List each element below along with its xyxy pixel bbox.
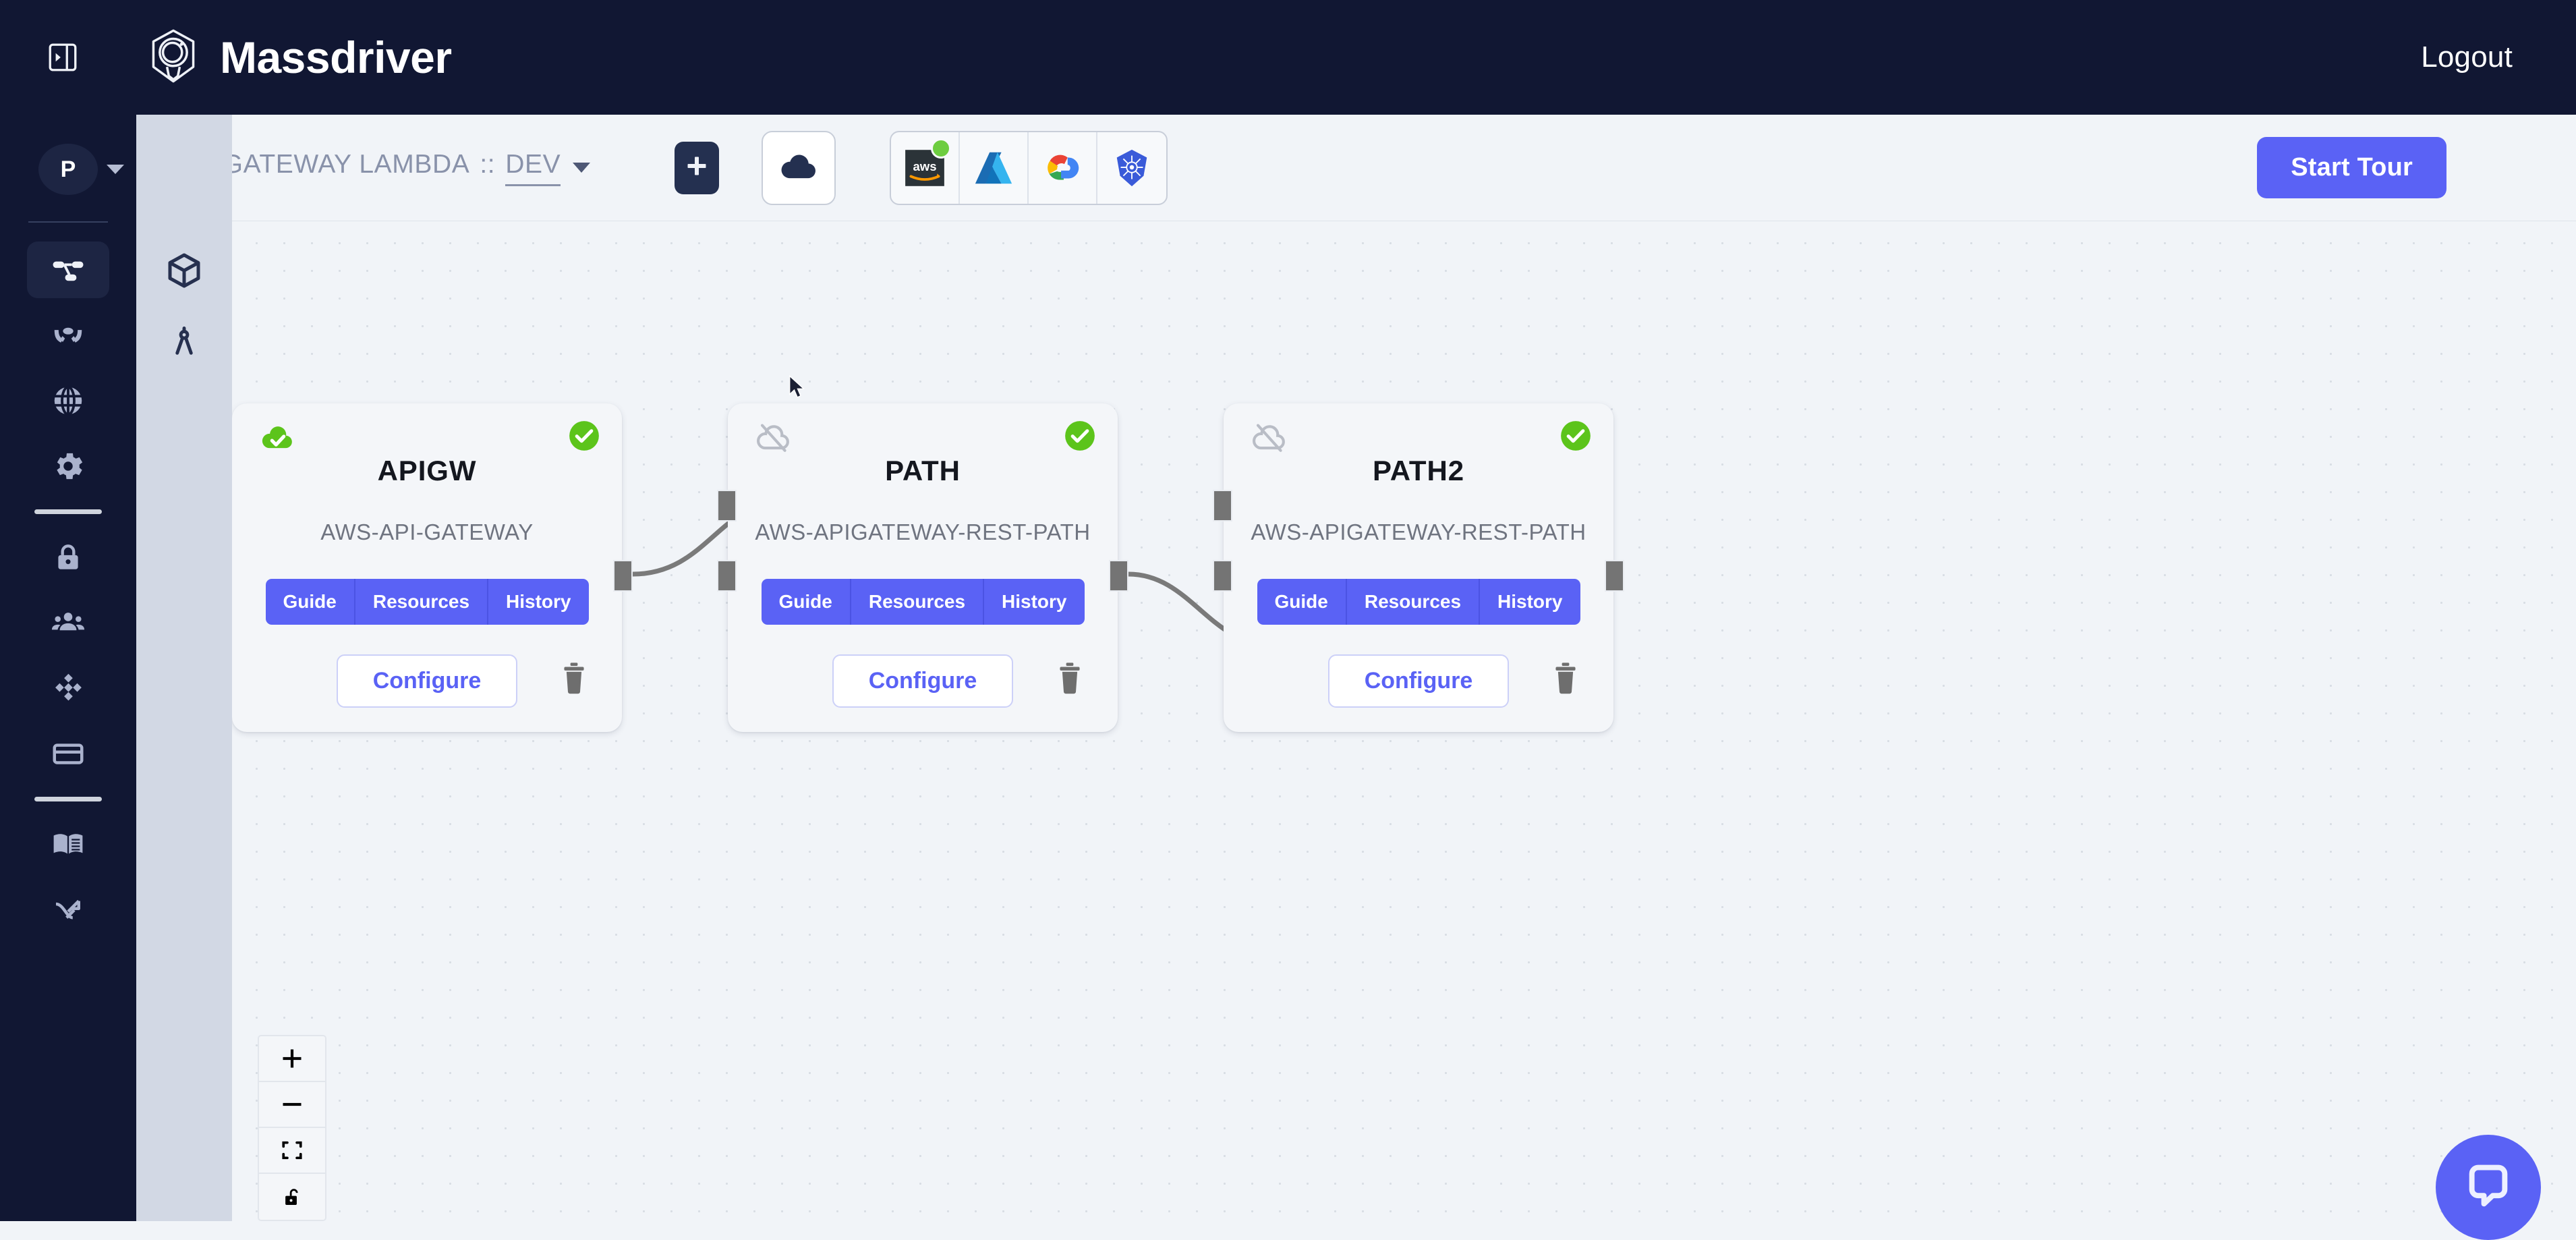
divider [28,221,108,223]
sidebar-item-billing[interactable] [27,725,109,782]
add-package-button[interactable] [675,142,719,194]
tab-guide[interactable]: Guide [266,579,355,625]
sidebar-item-team[interactable] [27,594,109,651]
provider-aws[interactable]: aws [891,132,960,204]
massdriver-logo-icon [144,27,202,88]
sidebar-item-packages[interactable] [27,307,109,364]
check-circle-icon [565,417,603,455]
node-type: AWS-API-GATEWAY [232,519,622,545]
trash-icon[interactable] [559,660,590,696]
sidebar-nav [0,242,136,938]
chat-bubble-icon[interactable] [2436,1135,2541,1240]
top-header: Massdriver Logout [0,0,2576,115]
fit-view-icon[interactable] [259,1128,325,1174]
zoom-in-icon[interactable] [259,1036,325,1082]
check-circle-icon [1557,417,1595,455]
breadcrumb-environment[interactable]: DEV [505,150,561,186]
tab-guide[interactable]: Guide [762,579,851,625]
cloud-icon [778,145,820,190]
chevron-down-icon[interactable] [107,165,124,174]
node-card[interactable]: APIGW AWS-API-GATEWAY Guide Resources Hi… [232,403,622,732]
provider-kubernetes[interactable] [1097,132,1166,204]
primary-sidebar: P [0,115,136,1221]
node-tab-group: Guide Resources History [1257,579,1580,625]
breadcrumb-separator: :: [480,150,495,179]
sidebar-item-integrations[interactable] [27,660,109,716]
node-card[interactable]: PATH2 AWS-APIGATEWAY-REST-PATH Guide Res… [1224,403,1613,732]
tab-history[interactable]: History [488,579,588,625]
configure-button[interactable]: Configure [832,654,1014,708]
tab-resources[interactable]: Resources [851,579,984,625]
secondary-sidebar [136,115,232,1221]
node-handle-right[interactable] [1109,560,1128,592]
tab-resources[interactable]: Resources [1347,579,1480,625]
cloud-off-icon [755,418,793,456]
breadcrumb: APIGATEWAY LAMBDA :: DEV [179,150,590,186]
subrail-item-diagram-view[interactable] [136,235,232,306]
node-title: APIGW [232,455,622,487]
brand-title: Massdriver [220,32,452,83]
sidebar-item-network[interactable] [27,372,109,429]
zoom-out-icon[interactable] [259,1082,325,1128]
cloud-off-icon [1251,418,1288,456]
node-tab-group: Guide Resources History [266,579,589,625]
context-toolbar: APIGATEWAY LAMBDA :: DEV aws [136,115,2576,221]
configure-button[interactable]: Configure [337,654,518,708]
sidebar-item-flows[interactable] [27,882,109,938]
node-handle-right[interactable] [1605,560,1624,592]
sidebar-item-secrets[interactable] [27,529,109,586]
provider-gcp[interactable] [1029,132,1097,204]
zoom-controls [258,1035,326,1221]
flow-canvas[interactable]: APIGW AWS-API-GATEWAY Guide Resources Hi… [232,221,2576,1221]
node-tab-group: Guide Resources History [762,579,1085,625]
provider-azure[interactable] [960,132,1029,204]
brand: Massdriver [144,27,452,88]
tab-history[interactable]: History [984,579,1084,625]
org-switcher[interactable]: P [35,143,101,196]
node-type: AWS-APIGATEWAY-REST-PATH [1224,519,1613,545]
cloud-check-icon [259,418,297,456]
node-card[interactable]: PATH AWS-APIGATEWAY-REST-PATH Guide Reso… [728,403,1118,732]
tab-guide[interactable]: Guide [1257,579,1347,625]
caret-down-icon[interactable] [573,163,590,173]
cloud-provider-group: aws [890,131,1168,205]
node-handle-left-top[interactable] [717,490,737,522]
check-circle-icon [1061,417,1099,455]
sidebar-item-projects[interactable] [27,242,109,298]
node-title: PATH2 [1224,455,1613,487]
node-type: AWS-APIGATEWAY-REST-PATH [728,519,1118,545]
org-avatar[interactable]: P [38,144,98,195]
lock-open-icon[interactable] [259,1174,325,1220]
sidebar-item-settings[interactable] [27,438,109,495]
configure-button[interactable]: Configure [1328,654,1510,708]
logout-button[interactable]: Logout [2421,40,2513,74]
trash-icon[interactable] [1054,660,1085,696]
node-handle-left-bottom[interactable] [717,560,737,592]
tab-resources[interactable]: Resources [355,579,488,625]
trash-icon[interactable] [1550,660,1581,696]
sidebar-collapse-icon[interactable] [42,36,84,78]
node-handle-left-top[interactable] [1213,490,1232,522]
divider [34,509,102,514]
start-tour-button[interactable]: Start Tour [2257,137,2446,198]
plus-icon [685,154,709,181]
svg-text:aws: aws [913,159,937,173]
status-badge [931,138,951,159]
sidebar-item-docs[interactable] [27,816,109,873]
tab-history[interactable]: History [1480,579,1580,625]
node-handle-left-bottom[interactable] [1213,560,1232,592]
subrail-item-design-view[interactable] [136,306,232,378]
node-handle-right[interactable] [613,560,633,592]
cloud-filter-button[interactable] [762,131,836,205]
node-title: PATH [728,455,1118,487]
divider [34,797,102,801]
